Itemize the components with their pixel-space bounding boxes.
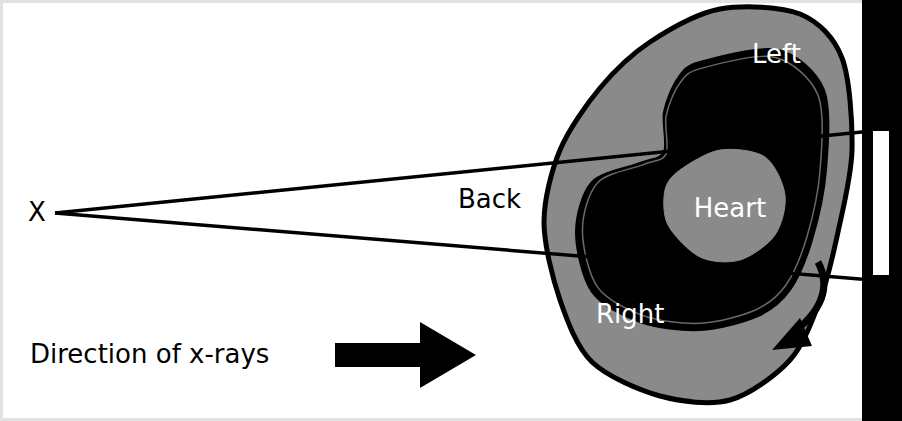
lung-inner-line — [582, 56, 822, 323]
source-label: X — [28, 198, 46, 227]
heart-fill — [664, 149, 786, 262]
lungs — [576, 49, 828, 330]
film-holder — [862, 0, 902, 421]
direction-label: Direction of x-rays — [30, 340, 269, 369]
direction-arrow — [335, 322, 476, 388]
organ-label: Heart — [694, 194, 766, 223]
side-label: Back — [458, 185, 521, 214]
rotation-arrowhead — [772, 318, 812, 350]
film-plate — [872, 130, 890, 276]
heart-shape: Heart — [660, 145, 790, 265]
side-label: Right — [596, 300, 664, 329]
chest-cross-section — [544, 7, 852, 403]
side-label: Left — [752, 40, 801, 69]
body-outline — [544, 7, 852, 403]
